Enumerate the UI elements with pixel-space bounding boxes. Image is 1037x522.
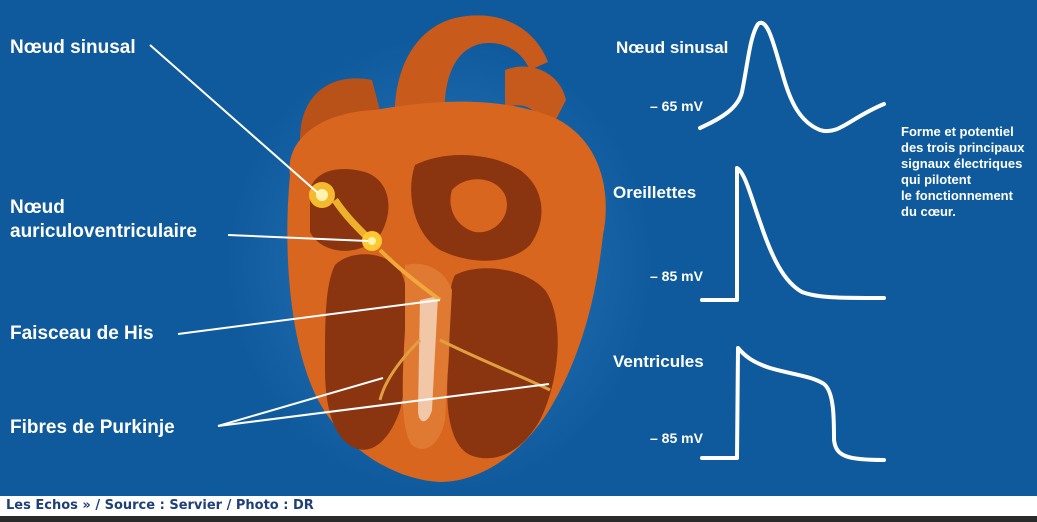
right-ventricle [447,268,558,458]
waveforms [700,23,884,460]
signal-title-sinus: Nœud sinusal [616,38,728,58]
bottom-divider [0,516,1037,522]
signal-mv-sinus: – 65 mV [650,98,703,115]
description-line: qui pilotent [901,172,1025,188]
description-line: signaux électriques [901,156,1025,172]
atria-waveform [702,168,884,300]
description-line: des trois principaux [901,140,1025,156]
description-line: du cœur. [901,204,1025,220]
signal-title-atria: Oreillettes [613,183,696,203]
signal-mv-atria: – 85 mV [650,268,703,285]
signal-mv-ventricles: – 85 mV [650,430,703,447]
description-line: le fonctionnement [901,188,1025,204]
description-line: Forme et potentiel [901,124,1025,140]
source-credit: Les Echos » / Source : Servier / Photo :… [0,496,1037,516]
label-av-node-line2: auriculoventriculaire [10,220,197,243]
signal-title-ventricles: Ventricules [613,352,704,372]
signal-description: Forme et potentiel des trois principaux … [901,124,1025,220]
label-sinus-node: Nœud sinusal [10,36,136,59]
ventricles-waveform [702,348,884,460]
label-purkinje: Fibres de Purkinje [10,416,175,439]
label-his-bundle: Faisceau de His [10,322,154,345]
label-av-node-line1: Nœud [10,196,65,219]
leader-sinus [150,45,318,193]
